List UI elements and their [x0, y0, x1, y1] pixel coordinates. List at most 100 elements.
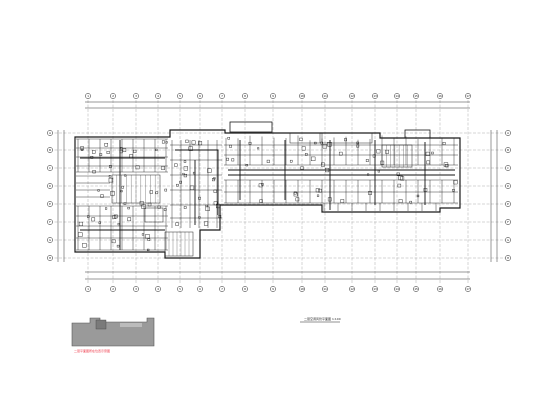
grid-bubble-top	[85, 93, 91, 99]
grid-bubble-top	[110, 93, 116, 99]
air-diffuser	[376, 149, 381, 154]
grid-bubble-label: 8	[244, 287, 246, 291]
air-diffuser	[109, 165, 112, 168]
grid-bubble-label: F	[507, 220, 509, 224]
air-diffuser	[416, 194, 420, 198]
grid-bubble-left	[47, 219, 53, 225]
air-diffuser	[182, 172, 185, 175]
air-diffuser	[183, 173, 188, 178]
grid-bubble-label: 17	[466, 94, 470, 98]
air-diffuser	[318, 188, 322, 193]
air-diffuser	[322, 144, 327, 149]
grid-bubble-left	[47, 130, 53, 136]
grid-bubble-label: 5	[179, 94, 181, 98]
grid-bubble-label: 16	[438, 94, 442, 98]
air-diffuser	[327, 142, 332, 147]
grid-bubble-bottom	[219, 286, 225, 292]
air-diffuser	[189, 185, 195, 190]
air-diffuser	[135, 165, 140, 170]
grid-bubble-label: 15	[414, 94, 418, 98]
grid-bubble-left	[47, 237, 53, 243]
air-diffuser	[129, 154, 133, 158]
grid-bubble-right	[505, 219, 511, 225]
air-diffuser	[78, 221, 83, 226]
air-diffuser	[161, 140, 165, 144]
air-diffuser	[258, 183, 263, 188]
air-diffuser	[426, 160, 430, 165]
air-diffuser	[141, 233, 144, 236]
air-diffuser	[188, 146, 193, 151]
air-diffuser	[116, 244, 120, 248]
air-diffuser	[82, 243, 87, 248]
grid-bubble-right	[505, 183, 511, 189]
grid-bubble-top	[270, 93, 276, 99]
air-diffuser	[149, 190, 153, 194]
grid-bubble-label: H	[507, 256, 509, 260]
duct-run	[175, 149, 219, 215]
air-diffuser	[213, 177, 216, 180]
grid-bubble-label: A	[507, 131, 509, 135]
air-diffuser	[431, 151, 434, 155]
grid-bubble-label: 16	[438, 287, 442, 291]
air-diffuser	[227, 137, 230, 140]
air-diffuser	[91, 217, 96, 222]
grid-bubble-right	[505, 201, 511, 207]
air-diffuser	[127, 217, 132, 222]
grid-bubble-top	[465, 93, 471, 99]
grid-bubble-label: 3	[135, 287, 137, 291]
air-diffuser	[205, 204, 208, 208]
air-diffuser	[338, 151, 343, 156]
grid-bubble-label: 11	[323, 94, 327, 98]
air-diffuser	[396, 172, 400, 176]
air-diffuser	[293, 192, 298, 197]
air-diffuser	[191, 140, 196, 145]
grid-bubble-top	[219, 93, 225, 99]
grid-bubble-top	[372, 93, 378, 99]
grid-bubble-label: 12	[350, 94, 354, 98]
air-diffuser	[100, 194, 104, 198]
air-diffuser	[321, 162, 325, 167]
air-diffuser	[155, 148, 158, 151]
grid-bubble-left	[47, 147, 53, 153]
air-diffuser	[216, 203, 221, 209]
grid-bubble-label: B	[49, 148, 51, 152]
grid-bubble-bottom	[197, 286, 203, 292]
grid-bubble-right	[505, 147, 511, 153]
air-diffuser	[87, 215, 90, 218]
air-diffuser	[316, 194, 320, 197]
grid-bubble-bottom	[322, 286, 328, 292]
grid-bubble-label: 4	[157, 287, 159, 291]
air-diffuser	[203, 221, 209, 226]
key-plan-marker	[120, 323, 142, 327]
air-diffuser	[295, 197, 300, 202]
grid-bubble-label: 5	[179, 287, 181, 291]
air-diffuser	[157, 205, 161, 209]
hvac-ducts	[80, 140, 455, 250]
elevator-core	[144, 207, 164, 223]
air-diffuser	[327, 197, 332, 202]
air-diffuser	[99, 153, 103, 156]
air-diffuser	[133, 149, 137, 153]
floor-plan-building	[74, 121, 461, 259]
grid-bubble-top	[322, 93, 328, 99]
grid-bubble-top	[299, 93, 305, 99]
grid-bubble-label: 6	[199, 287, 201, 291]
air-diffuser	[452, 189, 455, 192]
grid-bubble-label: 13	[373, 287, 377, 291]
air-diffuser	[165, 141, 168, 144]
air-diffuser	[207, 168, 212, 173]
grid-bubble-label: G	[49, 238, 51, 242]
grid-bubble-top	[394, 93, 400, 99]
grid-bubble-label: 11	[323, 287, 327, 291]
stair-core-right	[381, 144, 413, 168]
grid-bubble-top	[155, 93, 161, 99]
grid-bubble-label: 15	[414, 287, 418, 291]
grid-bubble-bottom	[155, 286, 161, 292]
air-diffuser	[229, 144, 232, 148]
air-diffuser	[340, 199, 345, 203]
grid-bubble-top	[437, 93, 443, 99]
air-diffuser	[367, 173, 370, 176]
grid-bubble-bottom	[110, 286, 116, 292]
air-diffuser	[325, 168, 330, 173]
grid-bubble-bottom	[465, 286, 471, 292]
